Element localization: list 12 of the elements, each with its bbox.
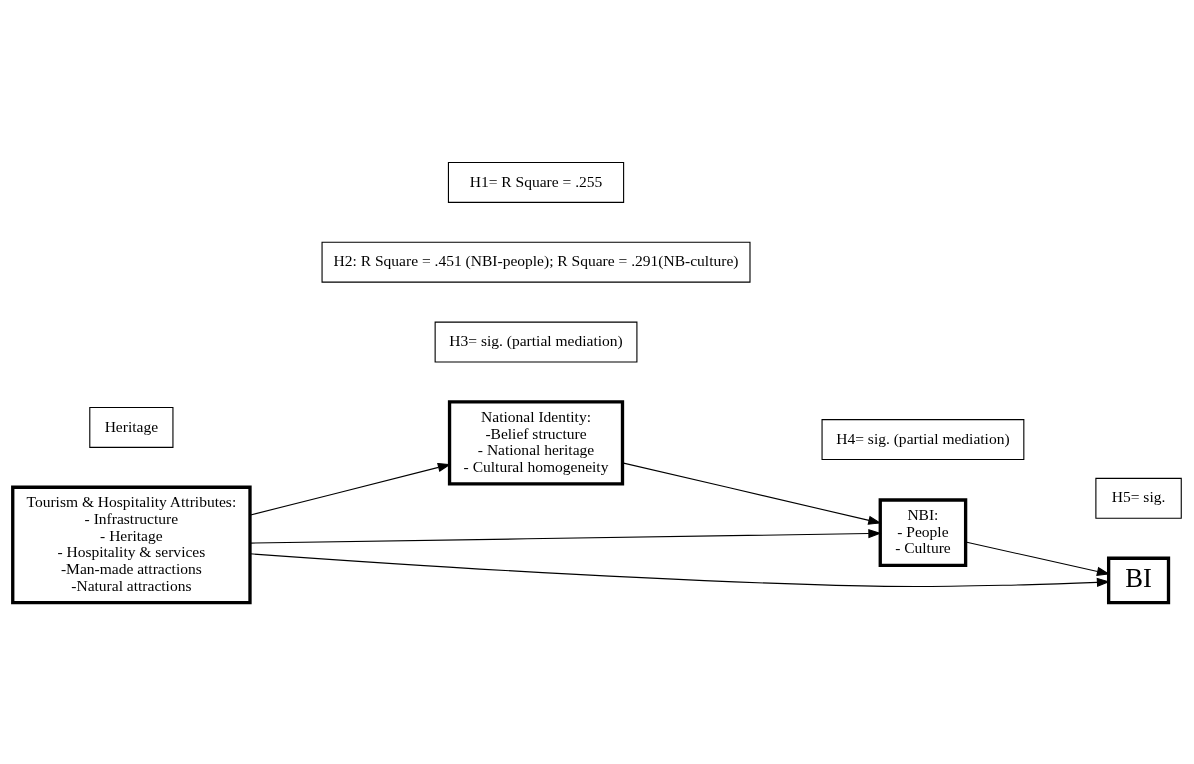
arrow [249,528,882,544]
node-box: National Identity: -Belief structure - National heritage - Cultural homogeneity [447,399,625,486]
node-box: H4= sig. (partial mediation) [821,418,1025,460]
node-box: H5= sig. [1095,477,1182,519]
node-box: H3= sig. (partial mediation) [434,321,638,363]
arrow [621,461,882,525]
node-box: H1= R Square = .255 [447,161,625,203]
node-box: H2: R Square = .451 (NBI-people); R Square = .291(NB-culture) [321,241,751,283]
node-box: NBI: - People - Culture [878,497,968,567]
node-box: Tourism & Hospitality Attributes: - Infrastructure - Heritage - Hospitality & services -Man-made attractions -Natural attractions [11,485,252,604]
node-box: Heritage [89,406,174,448]
node-box: BI [1106,556,1171,604]
